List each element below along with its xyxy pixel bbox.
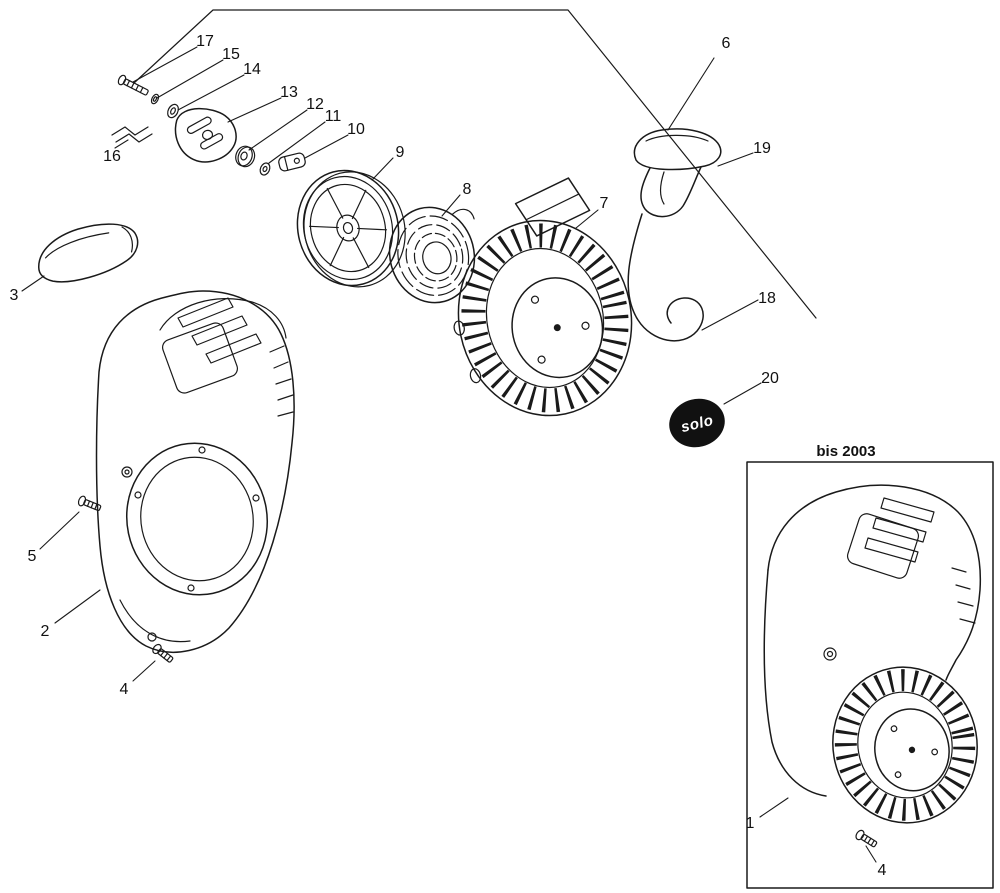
leader-lines xyxy=(21,46,877,863)
pawl-plate-13 xyxy=(174,107,237,163)
pawl-10 xyxy=(278,152,306,172)
note-box-bis-2003: bis 2003 xyxy=(746,443,994,889)
callout-12: 12 xyxy=(306,96,324,113)
screw-4-left xyxy=(152,643,174,663)
handle-cover xyxy=(38,223,139,283)
callout-8: 8 xyxy=(463,181,472,198)
starter-housing-front xyxy=(95,290,295,653)
washer-12 xyxy=(235,145,256,168)
starter-housing-rear xyxy=(453,177,633,417)
callout-3: 3 xyxy=(10,287,19,304)
spring-clip-16 xyxy=(111,126,153,143)
callout-15: 15 xyxy=(222,46,240,63)
callout-13: 13 xyxy=(280,84,298,101)
screw-17 xyxy=(117,74,149,96)
callout-18: 18 xyxy=(758,290,776,307)
callout-11: 11 xyxy=(325,108,342,125)
washer-15 xyxy=(150,93,160,105)
callout-10: 10 xyxy=(347,121,365,138)
solo-logo-disc: solo xyxy=(669,398,725,448)
assembly-bracket-lines xyxy=(133,9,817,319)
callout-6: 6 xyxy=(722,35,731,52)
rewind-spring xyxy=(388,206,476,304)
washer-14 xyxy=(167,103,179,119)
starter-handle xyxy=(633,128,722,218)
callout-2: 2 xyxy=(41,623,50,640)
starter-housing-bis-2003 xyxy=(763,484,982,824)
callout-19: 19 xyxy=(753,140,771,157)
note-box-label: bis 2003 xyxy=(816,443,875,460)
callout-4-box: 4 xyxy=(878,862,887,879)
callout-5: 5 xyxy=(28,548,37,565)
callout-4: 4 xyxy=(120,681,129,698)
starter-rope xyxy=(627,213,704,342)
callout-14: 14 xyxy=(243,61,261,78)
callout-9: 9 xyxy=(396,144,405,161)
callout-17: 17 xyxy=(196,33,214,50)
rope-pulley xyxy=(296,169,406,288)
screw-4-box xyxy=(855,829,878,848)
callout-1: 1 xyxy=(746,815,755,832)
callout-labels: 17 15 14 13 12 11 10 9 8 16 3 5 2 4 7 6 … xyxy=(10,33,887,879)
callout-16: 16 xyxy=(103,148,121,165)
screw-5 xyxy=(77,495,102,512)
washer-11 xyxy=(259,162,271,176)
callout-20: 20 xyxy=(761,370,779,387)
callout-7: 7 xyxy=(600,195,609,212)
